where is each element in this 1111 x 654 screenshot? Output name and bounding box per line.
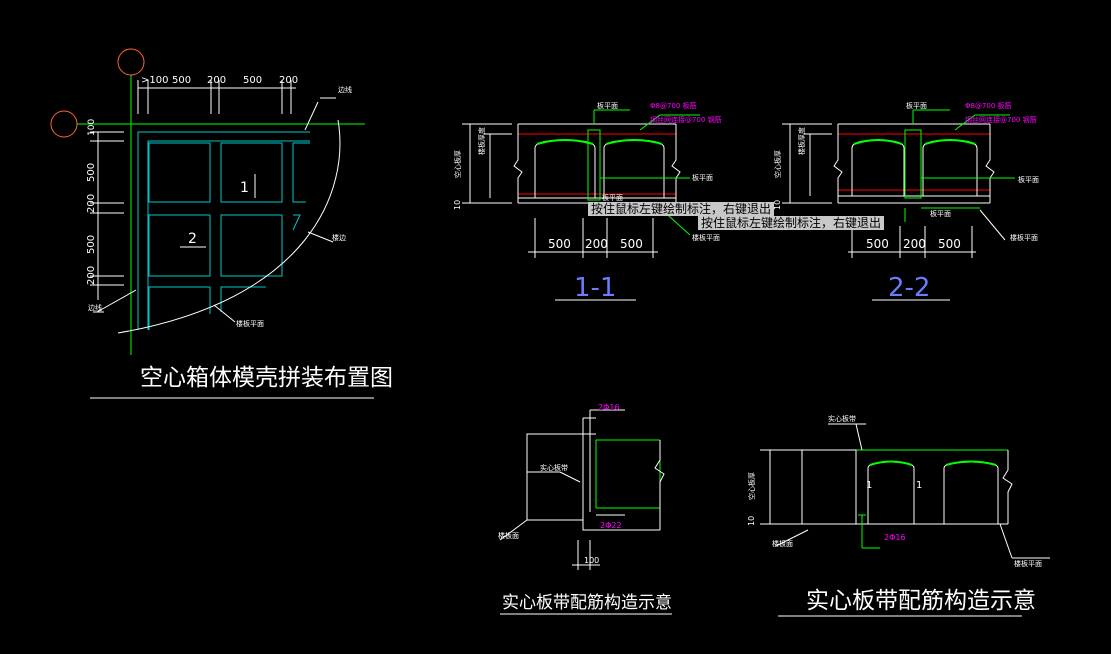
plan-dim-top-0: >100 — [141, 75, 168, 86]
s22-bottom-dim: 10 — [773, 200, 782, 210]
tooltip-dimension-hint-1: 按住鼠标左键绘制标注，右键退出 — [588, 202, 775, 216]
plan-dim-left-2: 200 — [86, 194, 97, 213]
tooltip-dimension-hint-2: 按住鼠标左键绘制标注，右键退出 — [698, 216, 885, 230]
plan-box-label-2: 2 — [188, 231, 197, 247]
plan-note-bottom: 楼板平面 — [236, 319, 264, 328]
s22-note-right: 板平面 — [1018, 175, 1039, 184]
dr-title: 实心板带配筋构造示意 — [806, 588, 1036, 614]
dl-label-bottom-left: 楼板面 — [498, 531, 519, 540]
axis-bubble-top — [117, 48, 145, 76]
s22-dim-2: 500 — [938, 237, 961, 251]
dr-label-bottom-right: 楼板平面 — [1014, 559, 1042, 568]
s22-dim-0: 500 — [866, 237, 889, 251]
s11-note-lower-right: 楼板平面 — [692, 233, 720, 242]
s22-left-dim-rot: 楼板厚度 — [797, 127, 806, 155]
detail-left: 2Φ16 2Φ22 实心板带 楼板面 100 实心板带配筋构造示意 — [498, 403, 672, 615]
plan-note-top-right: 边线 — [338, 85, 352, 94]
plan-layout: >100 500 200 500 200 100 500 200 500 200 — [50, 48, 393, 399]
dr-rebar-bottom: 2Φ16 — [884, 533, 906, 542]
s11-dim-2: 500 — [620, 237, 643, 251]
s11-left-dim-rot: 楼板厚度 — [477, 127, 486, 155]
s22-dim-1: 200 — [903, 237, 926, 251]
s11-note-low: 板平面 — [602, 193, 623, 202]
dr-label-top: 实心板带 — [828, 414, 856, 423]
dl-title: 实心板带配筋构造示意 — [502, 593, 672, 613]
s22-note-rebar-a: Φ8@700 板筋 — [965, 101, 1012, 110]
s11-note-right: 板平面 — [692, 173, 713, 182]
dr-left-dim: 空心板厚 — [747, 472, 756, 500]
plan-title: 空心箱体模壳拼装布置图 — [140, 365, 393, 391]
s22-note-rebar-b: 钢丝网连接@700 钢筋 — [965, 115, 1037, 124]
dl-label-side: 实心板带 — [540, 463, 568, 472]
s22-note-lower-right: 楼板平面 — [1010, 233, 1038, 242]
plan-dim-top-4: 200 — [279, 75, 298, 86]
plan-dim-left-3: 500 — [86, 235, 97, 254]
s22-label: 2-2 — [888, 273, 930, 303]
s22-note-top-a: 板平面 — [906, 101, 927, 110]
plan-box-label-1: 1 — [240, 180, 249, 196]
plan-note-bottom-left: 边线 — [88, 303, 102, 312]
s22-left-dim-small: 空心板厚 — [773, 150, 782, 178]
s11-dim-0: 500 — [548, 237, 571, 251]
plan-note-arc: 楼边 — [332, 233, 346, 242]
dl-dim-bottom: 100 — [584, 556, 599, 565]
plan-dim-top-2: 200 — [207, 75, 226, 86]
s11-label: 1-1 — [574, 273, 616, 303]
s11-note-rebar-b: 钢丝网连接@700 钢筋 — [650, 115, 722, 124]
s11-dim-1: 200 — [585, 237, 608, 251]
axis-bubble-left — [50, 110, 78, 138]
plan-dim-left-4: 200 — [86, 266, 97, 285]
s22-note-low: 板平面 — [930, 209, 951, 218]
section-2-2: 楼板厚度 空心板厚 10 500 200 500 板平面 Φ8@700 板筋 钢… — [773, 101, 1039, 303]
plan-dim-top-3: 500 — [243, 75, 262, 86]
dr-box-label-0: 1 — [866, 480, 872, 491]
plan-dim-top-1: 500 — [172, 75, 191, 86]
detail-right: 实心板带 空心板厚 10 1 1 2Φ16 楼板面 楼板平面 实心板带配筋构造示… — [747, 414, 1050, 617]
dl-rebar-top: 2Φ16 — [598, 403, 620, 412]
s11-bottom-dim: 10 — [453, 200, 462, 210]
dl-rebar-bottom: 2Φ22 — [600, 521, 622, 530]
s11-note-top-a: 板平面 — [597, 101, 618, 110]
plan-dim-left-0: 100 — [87, 119, 97, 136]
s11-left-dim-small: 空心板厚 — [453, 150, 462, 178]
s11-note-rebar-a: Φ8@700 板筋 — [650, 101, 697, 110]
plan-dim-left-1: 500 — [86, 163, 97, 182]
dr-label-bottom-left: 楼板面 — [772, 539, 793, 548]
dr-box-label-1: 1 — [916, 480, 922, 491]
dr-bottom-dim: 10 — [747, 516, 756, 526]
